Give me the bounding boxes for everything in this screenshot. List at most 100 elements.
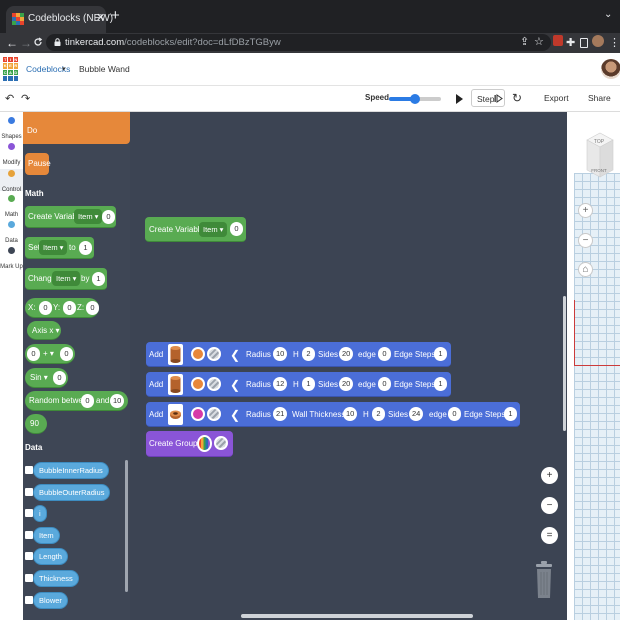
radius-input[interactable]: 10 (273, 347, 288, 361)
edge-steps-input[interactable]: 1 (504, 407, 517, 421)
edge-steps-input[interactable]: 1 (434, 377, 447, 391)
back-icon[interactable]: ← (6, 36, 18, 50)
zoom-out-button[interactable]: − (541, 497, 558, 514)
workplane-grid[interactable] (574, 173, 620, 620)
viewport-zoom-out-button[interactable]: − (578, 233, 593, 248)
variable-pill[interactable]: Item (33, 527, 60, 544)
variable-dropdown[interactable]: Item ▾ (74, 209, 103, 224)
puzzle-extensions-icon[interactable]: ✚ (566, 37, 576, 49)
bookmark-star-icon[interactable]: ☆ (534, 36, 544, 48)
right-operand-input[interactable]: 0 (60, 347, 73, 361)
multicolor-swatch[interactable] (197, 435, 212, 452)
h-input[interactable]: 2 (302, 347, 315, 361)
category-control[interactable]: Control (0, 169, 23, 193)
left-operand-input[interactable]: 0 (27, 347, 40, 361)
edge-input[interactable]: 0 (448, 407, 461, 421)
sides-input[interactable]: 24 (409, 407, 424, 421)
address-bar[interactable]: tinkercad.com/codeblocks/edit?doc=dLfDBz… (46, 34, 551, 51)
variable-checkbox[interactable] (25, 466, 33, 474)
number-value[interactable]: 90 (30, 419, 39, 428)
sin-input[interactable]: 0 (53, 371, 66, 385)
sidebar-panel-icon[interactable] (580, 38, 588, 48)
value-input[interactable]: 1 (79, 241, 92, 255)
operator-dropdown[interactable]: + ▾ (43, 349, 54, 358)
radius-input[interactable]: 21 (273, 407, 288, 421)
axis-dropdown[interactable]: Axis x ▾ (32, 326, 60, 335)
flyout-do-block[interactable]: Do (23, 112, 130, 144)
share-page-icon[interactable]: ⇪ (520, 36, 530, 48)
variable-pill[interactable]: Length (33, 548, 68, 565)
shape-thumbnail[interactable] (168, 404, 183, 425)
flyout-xyz-block[interactable]: X: 0 Y: 0 Z: 0 (25, 298, 99, 318)
add-cylinder-block[interactable]: Add ❮ Radius 12 H 1 Sides 20 edge 0 Edge… (146, 372, 451, 397)
speed-slider-handle[interactable] (410, 94, 420, 104)
function-dropdown[interactable]: Sin ▾ (30, 373, 48, 382)
sides-input[interactable]: 20 (339, 377, 354, 391)
flyout-sin-block[interactable]: Sin ▾ 0 (25, 368, 68, 388)
redo-icon[interactable]: ↷ (21, 93, 31, 105)
variable-checkbox[interactable] (25, 488, 33, 496)
flyout-set-block[interactable]: Set Item ▾ to 1 (25, 237, 94, 259)
flyout-scrollbar[interactable] (125, 460, 128, 592)
wall-thickness-input[interactable]: 10 (343, 407, 358, 421)
variable-checkbox[interactable] (25, 574, 33, 582)
create-group-block[interactable]: Create Group (146, 431, 233, 457)
edge-input[interactable]: 0 (378, 377, 391, 391)
edge-steps-input[interactable]: 1 (434, 347, 447, 361)
flyout-pause-block[interactable]: Pause (25, 153, 51, 175)
variable-checkbox[interactable] (25, 509, 33, 517)
random-min-input[interactable]: 0 (81, 394, 94, 408)
shape-thumbnail[interactable] (168, 374, 183, 395)
step-button[interactable]: Step (471, 89, 505, 107)
add-tube-block[interactable]: Add ❮ Radius 21 Wall Thickness 10 H 2 Si… (146, 402, 520, 427)
flyout-change-block[interactable]: Change Item ▾ by 1 (25, 268, 107, 290)
color-swatch[interactable] (191, 347, 205, 361)
restart-icon[interactable]: ↻ (512, 91, 523, 105)
trash-icon[interactable] (535, 561, 553, 599)
edge-input[interactable]: 0 (378, 347, 391, 361)
variable-dropdown[interactable]: Item ▾ (39, 240, 68, 255)
tab-search-icon[interactable]: ⌄ (604, 9, 613, 20)
z-input[interactable]: 0 (86, 301, 99, 315)
reload-icon[interactable] (33, 37, 43, 47)
viewport-home-button[interactable]: ⌂ (578, 262, 593, 277)
variable-dropdown[interactable]: Item ▾ (199, 222, 228, 237)
browser-menu-icon[interactable]: ⋮ (609, 37, 620, 49)
collapse-chevron-icon[interactable]: ❮ (230, 408, 241, 422)
h-input[interactable]: 1 (302, 377, 315, 391)
hole-toggle[interactable] (207, 347, 221, 361)
speed-slider[interactable] (389, 94, 441, 104)
random-max-input[interactable]: 10 (110, 394, 125, 408)
collapse-chevron-icon[interactable]: ❮ (230, 348, 241, 362)
document-title[interactable]: Bubble Wand (79, 64, 130, 74)
app-name[interactable]: Codeblocks (26, 64, 71, 74)
export-button[interactable]: Export (544, 93, 569, 103)
profile-avatar[interactable] (592, 35, 604, 47)
extension-icon[interactable] (553, 35, 563, 46)
app-switch-chevron-icon[interactable]: ▾ (62, 66, 66, 73)
flyout-create-variable-block[interactable]: Create Variable Item ▾ 0 (25, 206, 116, 228)
flyout-axis-block[interactable]: Axis x ▾ (27, 321, 61, 340)
zoom-reset-button[interactable]: = (541, 527, 558, 544)
play-icon[interactable] (452, 90, 466, 108)
flyout-number-block[interactable]: 90 (25, 414, 47, 434)
variable-pill[interactable]: Blower (33, 592, 68, 609)
flyout-arithmetic-block[interactable]: 0 + ▾ 0 (25, 344, 75, 364)
category-data[interactable]: Data (0, 221, 23, 247)
hole-toggle[interactable] (207, 407, 221, 421)
share-button[interactable]: Share (588, 93, 611, 103)
variable-pill[interactable]: i (33, 505, 47, 522)
category-shapes[interactable]: Shapes (0, 117, 23, 143)
category-modify[interactable]: Modify (0, 143, 23, 169)
variable-pill[interactable]: Thickness (33, 570, 79, 587)
new-tab-button[interactable]: + (111, 7, 120, 24)
variable-dropdown[interactable]: Item ▾ (52, 271, 81, 286)
variable-pill[interactable]: BubbleInnerRadius (33, 462, 109, 479)
category-markup[interactable]: Mark Up (0, 247, 23, 273)
flyout-random-block[interactable]: Random between 0 and 10 (25, 391, 128, 411)
add-cylinder-block[interactable]: Add ❮ Radius 10 H 2 Sides 20 edge 0 Edge… (146, 342, 451, 367)
variable-checkbox[interactable] (25, 596, 33, 604)
y-input[interactable]: 0 (63, 301, 76, 315)
zoom-in-button[interactable]: + (541, 467, 558, 484)
undo-icon[interactable]: ↶ (5, 93, 15, 105)
